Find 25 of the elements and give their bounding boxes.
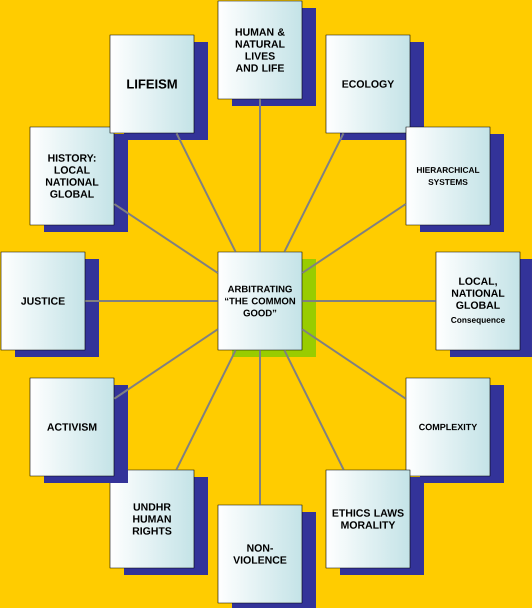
text-box: HIERARCHICAL SYSTEMS: [406, 126, 504, 232]
connector-line: [114, 328, 218, 400]
text-box: LOCAL, NATIONAL GLOBAL Consequence: [436, 252, 532, 357]
connector-line: [302, 203, 406, 274]
connector-line: [259, 99, 261, 252]
text-box: ETHICS LAWS MORALITY: [326, 470, 424, 575]
text-box: JUSTICE: [0, 252, 99, 357]
text-box: ACTIVISM: [30, 378, 128, 483]
connector-line: [175, 350, 236, 470]
text-box: HISTORY: LOCAL NATIONAL GLOBAL: [30, 126, 128, 232]
connector-line: [284, 350, 345, 470]
connector-line: [302, 328, 406, 400]
connector-line: [302, 300, 436, 302]
text-box: ARBITRATING “THE COMMON GOOD”: [218, 252, 316, 357]
connector-line: [176, 132, 236, 252]
text-box: HUMAN & NATURAL LIVES AND LIFE: [218, 0, 316, 106]
connector-line: [284, 132, 344, 252]
connector-line: [259, 350, 261, 505]
text-box: ECOLOGY: [326, 34, 424, 140]
text-box: LIFEISM: [110, 34, 208, 140]
connector-line: [114, 203, 218, 274]
text-box: UNDHR HUMAN RIGHTS: [110, 470, 208, 575]
text-box: NON-VIOLENCE: [218, 504, 316, 608]
connector-line: [85, 300, 218, 302]
text-box: COMPLEXITY: [406, 378, 504, 483]
